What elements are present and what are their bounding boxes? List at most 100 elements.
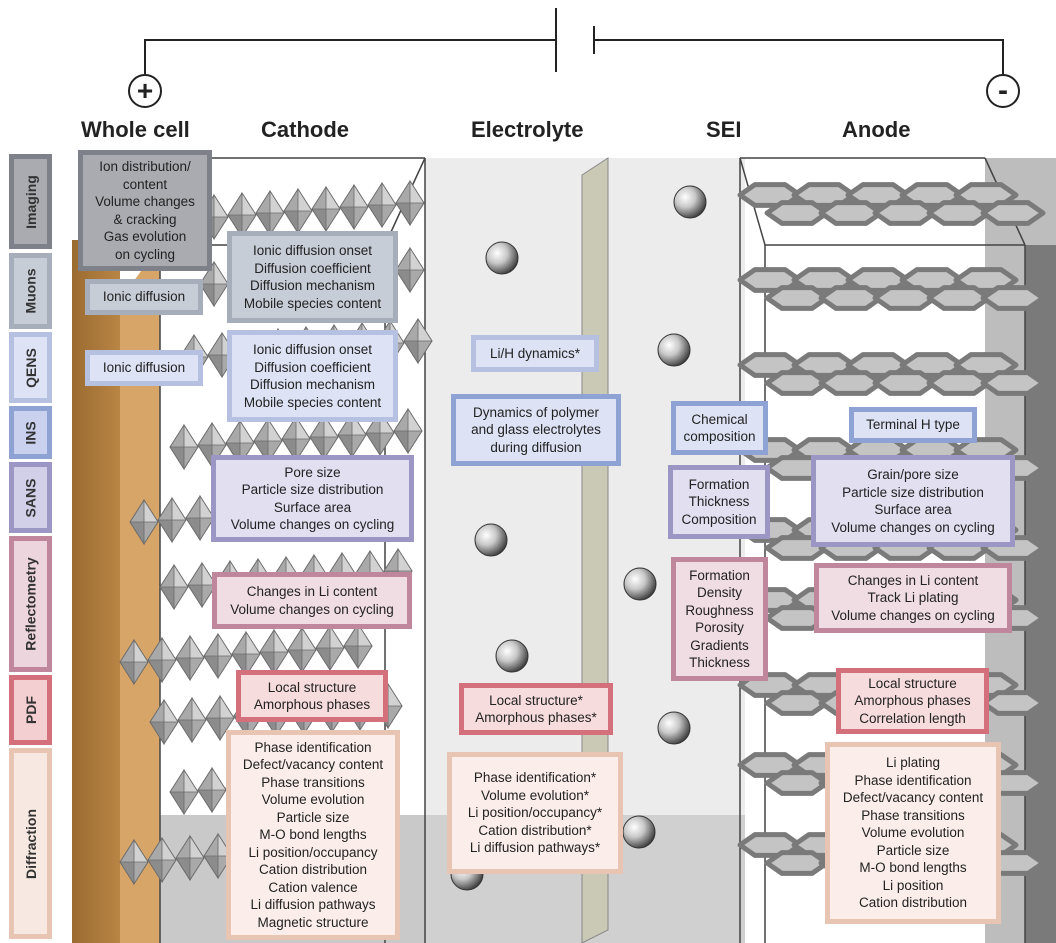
cathode-current-collector [72,240,120,943]
box-line: Amorphous phases* [475,710,597,725]
box-line: Local structure [267,679,357,695]
column-title-anode: Anode [842,117,911,142]
technique-pdf: PDF [9,675,52,745]
box-line: Diffusion mechanism [249,278,376,293]
box-line: Volume changes [95,194,195,209]
box-line: Thickness [689,655,750,670]
box-line: Surface area [273,499,352,515]
column-title-sei: SEI [706,117,742,142]
box-line: Phase transitions [261,774,365,790]
box-line: Local structure [868,675,957,691]
box-line: Volume evolution* [480,787,590,803]
diffraction-electrolyte-box: Phase identification*Volume evolution* Li… [447,752,623,874]
box-line: Correlation length [859,710,966,726]
ion-ball [623,567,657,601]
technique-qens: QENS [9,332,52,403]
box-line: Ionic diffusion onset [252,342,373,357]
technique-muons: Muons [9,253,52,329]
ion-ball [474,523,508,557]
ion-ball [495,639,529,673]
technique-diffraction: Diffraction [9,748,52,939]
graphene-sheet [737,352,1046,396]
technique-qens-label: QENS [22,347,39,388]
box-line: Phase identification [254,739,372,755]
box-line: Amorphous phases [253,697,371,712]
box-line: & cracking [113,211,177,227]
box-line: Volume evolution [861,825,965,841]
box-line: Roughness [685,602,754,618]
ion-ball [485,241,519,275]
box-line: Cation distribution [258,862,368,878]
box-line: Density [696,585,742,600]
octahedra-chain [119,622,373,686]
box-line: Li diffusion pathways [250,897,376,913]
box-line: Ion distribution/ [99,159,191,174]
box-line: Li diffusion pathways* [469,840,601,856]
box-line: Ionic diffusion onset [252,243,373,258]
box-line: Formation [688,476,750,492]
box-line: Li position [882,877,944,893]
box-line: Changes in Li content [847,572,979,588]
box-line: Volume changes on cycling [831,519,995,535]
ion-ball [622,815,656,849]
box-line: Thickness [688,494,750,510]
ion-ball [657,711,691,745]
box-line: Track Li plating [867,590,959,606]
technique-reflectometry-label: Reflectometry [22,557,39,651]
box-line: M-O bond lengths [859,860,967,876]
box-line: Defect/vacancy content [242,757,384,773]
box-line: Porosity [695,620,744,635]
box-line: Phase identification* [473,770,597,786]
box-line: on cycling [114,246,176,262]
qens-electrolyte-box: Li/H dynamics* [471,335,599,372]
graphene-sheet [737,267,1046,311]
box-line: Phase transitions [861,807,965,823]
box-line: Surface area [874,502,952,517]
pdf-electrolyte-box: Local structure* Amorphous phases* [459,683,613,735]
column-title-electrolyte: Electrolyte [471,117,584,142]
box-line: Formation [689,567,750,583]
box-line: content [122,176,168,192]
technique-reflectometry: Reflectometry [9,536,52,672]
box-line: Chemical [691,411,748,427]
box-line: Particle size [876,842,950,858]
column-title-whole-cell: Whole cell [81,117,190,142]
box-line: Li plating [885,755,941,771]
box-line: Cation distribution* [478,822,592,838]
box-line: Amorphous phases [854,693,971,709]
box-line: Phase identification [854,772,972,788]
cathode-current-collector-back [120,245,160,943]
box-line: Volume evolution [261,792,365,808]
box-line: Diffusion coefficient [254,260,371,276]
box-line: Defect/vacancy content [842,790,984,806]
box-line: Local structure* [489,692,583,708]
circuit-wire [144,8,1004,74]
box-line: Gas evolution [103,229,187,244]
ion-ball [673,185,707,219]
technique-imaging-label: Imaging [22,174,39,229]
box-line: Ionic diffusion [102,360,186,376]
column-title-cathode: Cathode [261,117,349,142]
box-line: Li position/occupancy [248,844,378,860]
qens-whole-cell-box: Ionic diffusion [85,350,203,386]
technique-ins-label: INS [22,420,39,445]
box-line: Li/H dynamics* [489,345,581,361]
box-line: Cation distribution [858,895,968,911]
technique-sans-label: SANS [22,478,39,517]
positive-terminal: + [128,74,162,108]
graphene-sheet [737,182,1046,226]
box-line: Ionic diffusion [102,289,186,305]
box-line: Particle size distribution [241,482,384,497]
box-line: Diffusion mechanism [249,377,376,392]
